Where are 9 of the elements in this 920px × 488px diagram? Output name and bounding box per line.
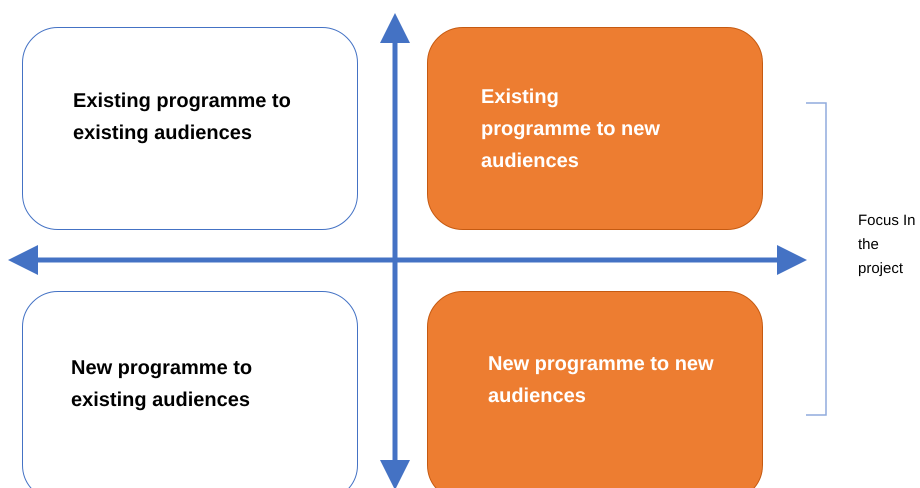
quadrant-box xyxy=(22,27,358,230)
quadrant-box xyxy=(427,291,763,488)
box-text: New programme to new audiences xyxy=(488,352,715,409)
box-text: Existing programme to existing audiences xyxy=(73,88,292,146)
quadrant-box xyxy=(427,27,763,230)
note-text: Focus In the project xyxy=(858,211,917,279)
quadrant-box xyxy=(22,291,358,488)
box-text: Existing programme to new audiences xyxy=(481,84,661,174)
box-text: New programme to existing audiences xyxy=(71,356,254,413)
